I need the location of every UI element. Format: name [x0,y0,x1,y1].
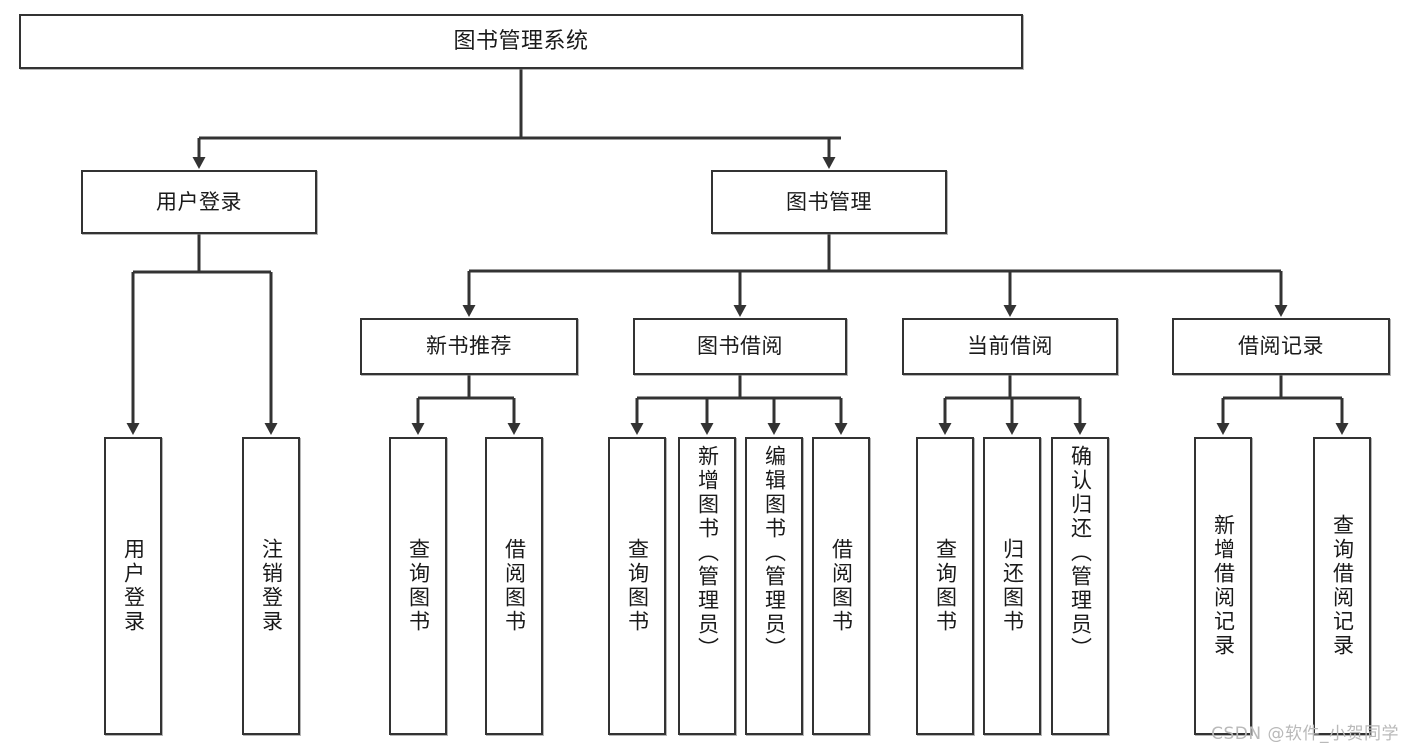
node-leaf-user-logout-label: 注销登录 [259,538,284,634]
node-current-borrow[interactable]: 当前借阅 [902,318,1118,375]
node-leaf-edit-book[interactable]: 编辑图书（管理员） [745,437,803,735]
node-leaf-return-book[interactable]: 归还图书 [983,437,1041,735]
node-leaf-add-book-label: 新增图书（管理员） [695,445,720,661]
node-user-login[interactable]: 用户登录 [81,170,317,234]
node-leaf-edit-book-label: 编辑图书（管理员） [762,445,787,661]
node-leaf-query-record[interactable]: 查询借阅记录 [1313,437,1371,735]
watermark: CSDN @软件_小贺同学 [1211,724,1399,744]
node-leaf-return-book-label: 归还图书 [1000,538,1025,634]
node-root[interactable]: 图书管理系统 [19,14,1023,69]
node-borrow-record[interactable]: 借阅记录 [1172,318,1390,375]
node-new-book-recommend-label: 新书推荐 [426,334,512,359]
node-leaf-query-book-2[interactable]: 查询图书 [608,437,666,735]
node-leaf-query-book-1[interactable]: 查询图书 [389,437,447,735]
node-root-label: 图书管理系统 [453,28,589,54]
node-book-manage-label: 图书管理 [786,189,872,214]
node-leaf-query-book-1-label: 查询图书 [406,538,431,634]
node-current-borrow-label: 当前借阅 [967,334,1053,359]
node-leaf-user-logout[interactable]: 注销登录 [242,437,300,735]
node-leaf-user-login-label: 用户登录 [121,538,146,634]
node-leaf-borrow-book-2-label: 借阅图书 [829,538,854,634]
node-book-manage[interactable]: 图书管理 [711,170,947,234]
node-new-book-recommend[interactable]: 新书推荐 [360,318,578,375]
node-leaf-query-record-label: 查询借阅记录 [1330,514,1355,658]
node-leaf-add-record-label: 新增借阅记录 [1211,514,1236,658]
node-book-borrow-label: 图书借阅 [697,334,783,359]
node-leaf-query-book-2-label: 查询图书 [625,538,650,634]
node-leaf-query-book-3[interactable]: 查询图书 [916,437,974,735]
node-leaf-borrow-book-2[interactable]: 借阅图书 [812,437,870,735]
node-leaf-confirm-return[interactable]: 确认归还（管理员） [1051,437,1109,735]
node-borrow-record-label: 借阅记录 [1238,334,1324,359]
node-book-borrow[interactable]: 图书借阅 [633,318,847,375]
node-leaf-add-record[interactable]: 新增借阅记录 [1194,437,1252,735]
node-user-login-label: 用户登录 [156,189,242,214]
node-leaf-borrow-book-1-label: 借阅图书 [502,538,527,634]
node-leaf-user-login[interactable]: 用户登录 [104,437,162,735]
node-leaf-add-book[interactable]: 新增图书（管理员） [678,437,736,735]
node-leaf-confirm-return-label: 确认归还（管理员） [1068,445,1093,661]
node-leaf-borrow-book-1[interactable]: 借阅图书 [485,437,543,735]
node-leaf-query-book-3-label: 查询图书 [933,538,958,634]
